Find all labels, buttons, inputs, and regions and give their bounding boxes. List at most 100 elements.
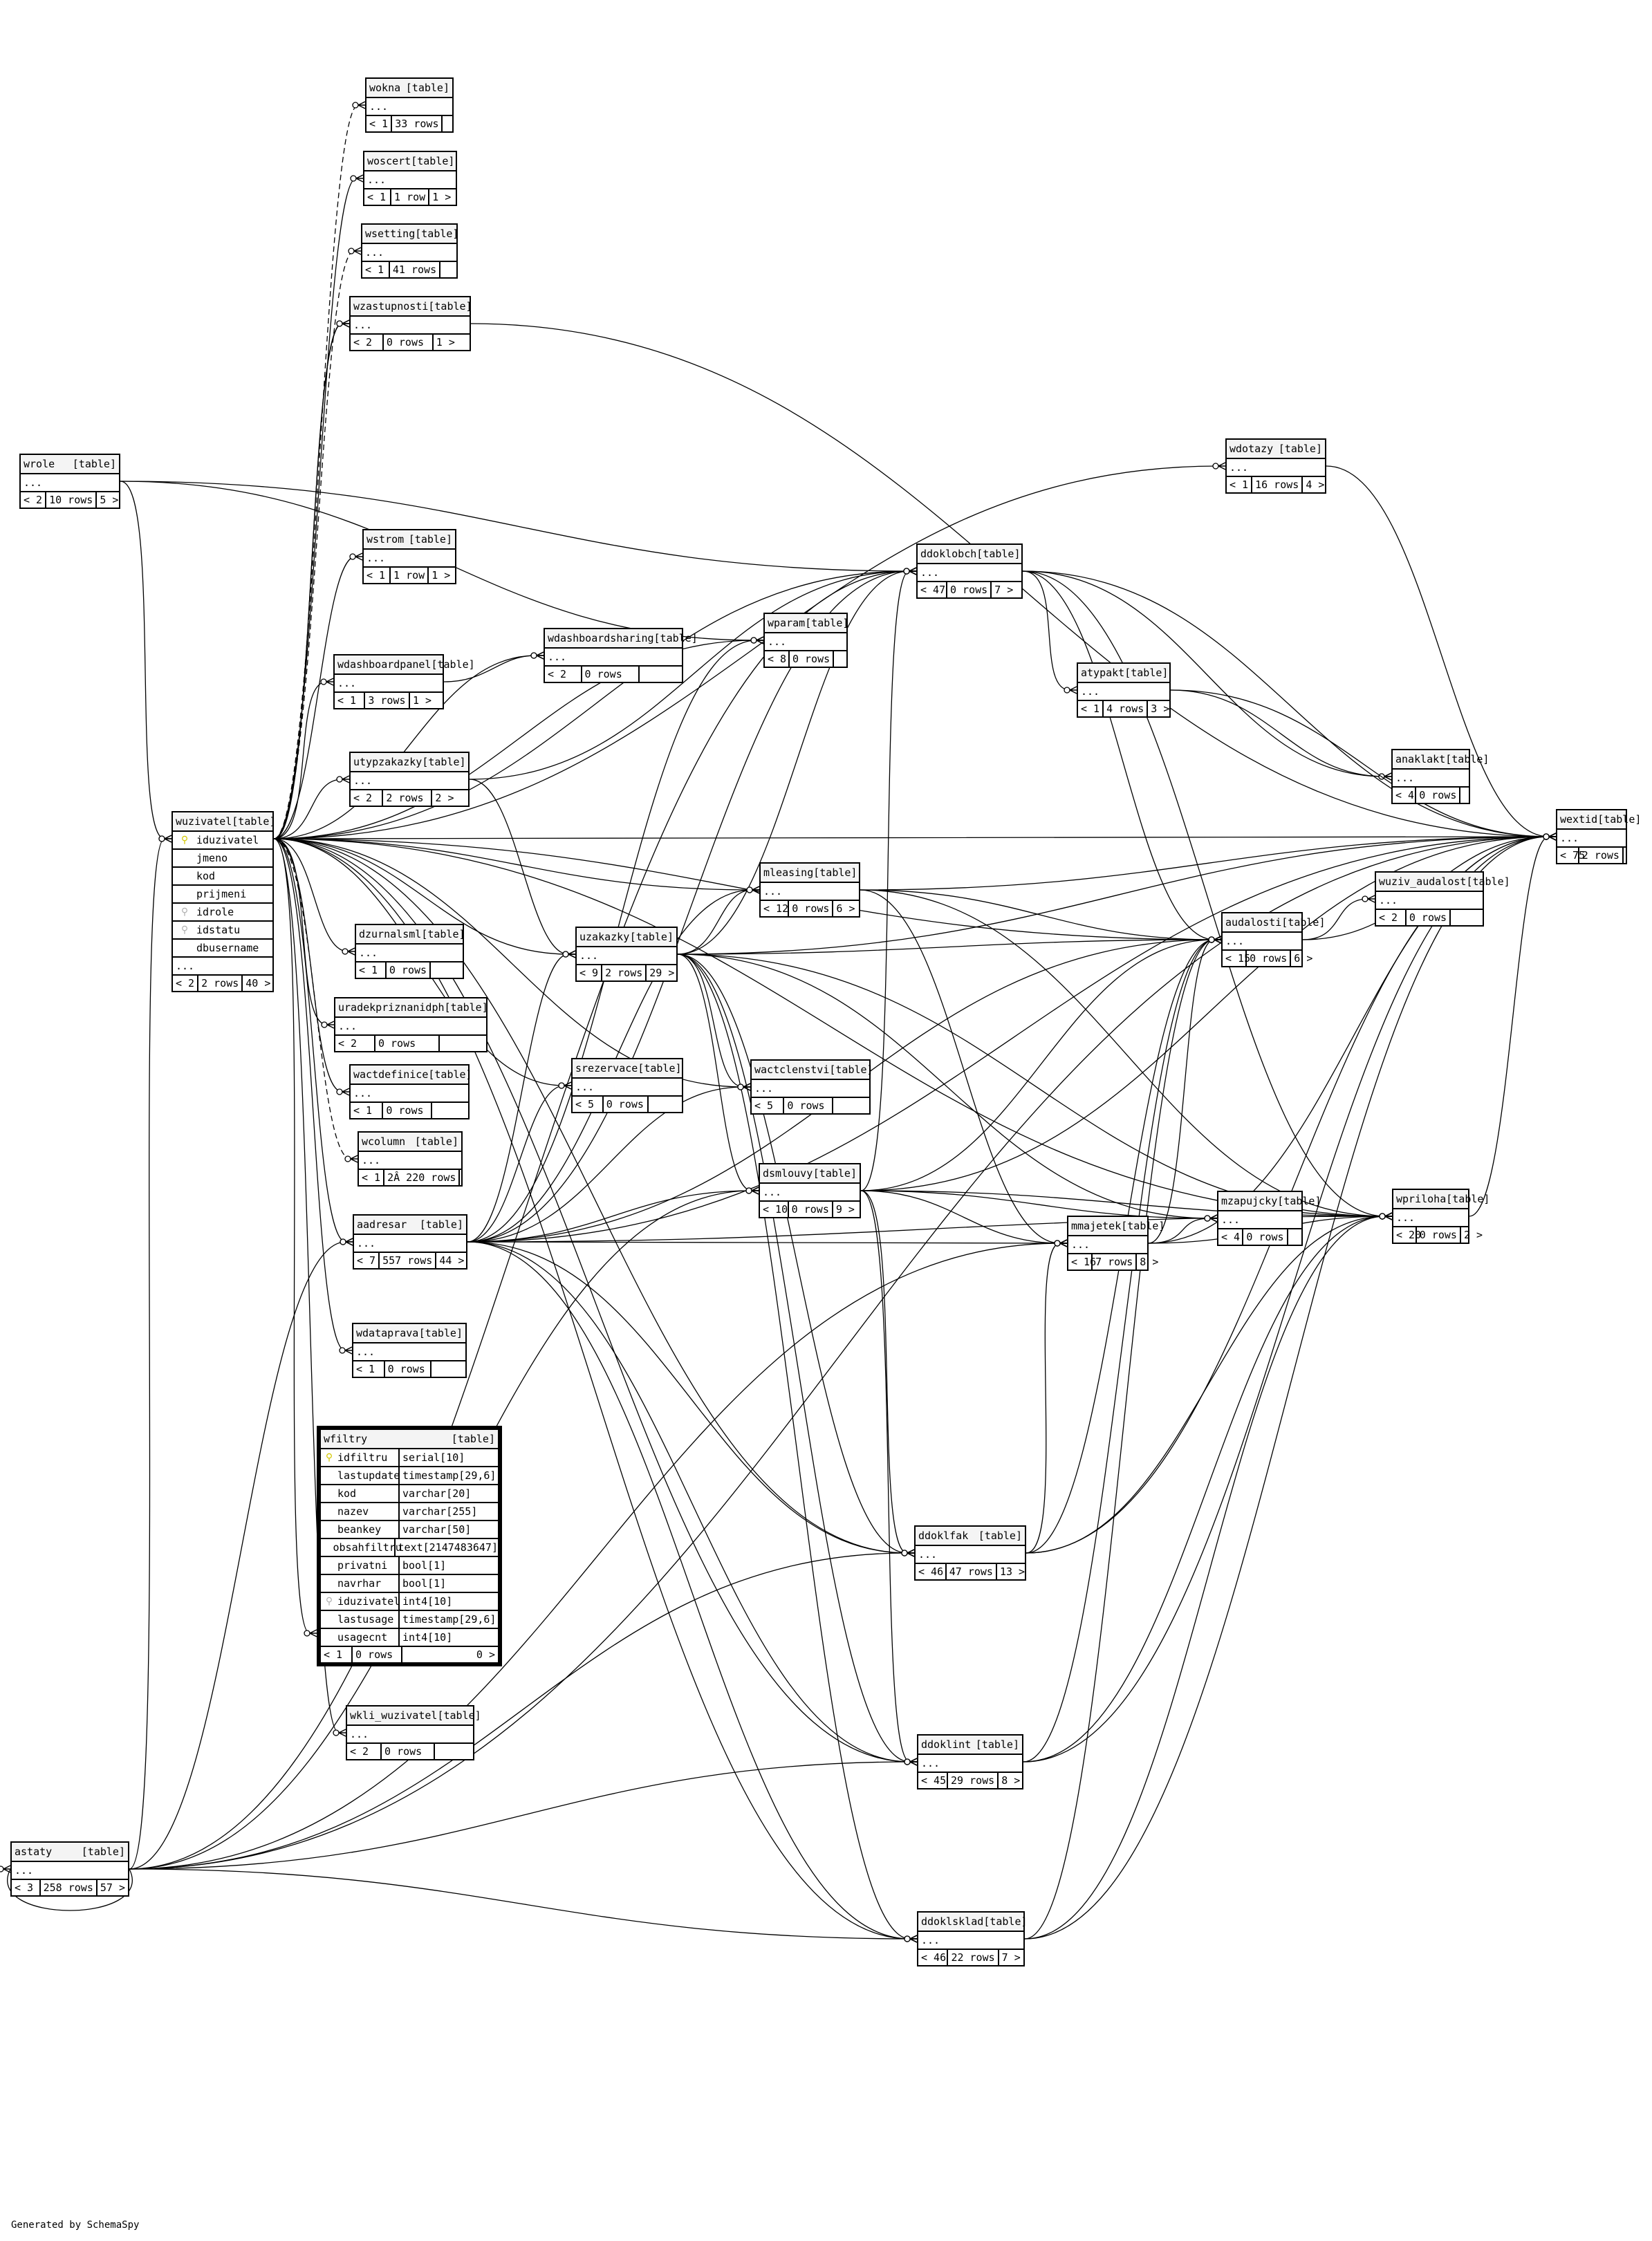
table-wdotazy[interactable]: wdotazy [table] ... < 1 16 rows 4 >	[1225, 438, 1326, 494]
parents-link[interactable]: < 46	[916, 1564, 947, 1579]
parents-link[interactable]: < 2	[335, 1036, 375, 1051]
children-link[interactable]	[435, 1744, 473, 1759]
table-wuzivatel[interactable]: wuzivatel [table] ⚲ iduzivatel jmeno kod…	[171, 811, 276, 992]
children-link[interactable]: 2 >	[1463, 1229, 1483, 1241]
table-ddoklsklad[interactable]: ddoklsklad [table] ... < 46 22 rows 7 >	[917, 1911, 1028, 1966]
parents-link[interactable]: < 8	[765, 651, 790, 667]
children-link[interactable]: 6 >	[1294, 952, 1313, 965]
parents-link[interactable]: < 3	[12, 1880, 41, 1895]
parents-link[interactable]: < 12	[761, 901, 790, 916]
parents-link[interactable]: < 1	[335, 693, 366, 708]
table-mleasing[interactable]: mleasing [table] ... < 12 0 rows 6 >	[759, 862, 860, 918]
table-audalosti[interactable]: audalosti [table] ... < 15 0 rows 6 >	[1221, 912, 1326, 967]
table-wdashboardsharing[interactable]: wdashboardsharing [table] ... < 2 0 rows	[544, 628, 698, 683]
table-srezervace[interactable]: srezervace [table] ... < 5 0 rows	[571, 1058, 683, 1113]
parents-link[interactable]: < 5	[573, 1097, 604, 1112]
children-link[interactable]	[1288, 1229, 1301, 1245]
parents-link[interactable]: < 1	[366, 116, 393, 131]
children-link[interactable]	[1451, 910, 1483, 925]
parents-link[interactable]: < 2	[1376, 910, 1407, 925]
table-utypzakazky[interactable]: utypzakazky [table] ... < 2 2 rows 2 >	[349, 752, 470, 807]
table-wzastupnosti[interactable]: wzastupnosti [table] ... < 2 0 rows 1 >	[349, 296, 472, 351]
parents-link[interactable]: < 15	[1223, 951, 1250, 966]
table-wokna[interactable]: wokna [table] ... < 1 33 rows	[365, 77, 454, 133]
parents-link[interactable]: < 1	[362, 262, 390, 277]
children-link[interactable]: 57 >	[100, 1881, 125, 1894]
table-ddoklint[interactable]: ddoklint [table] ... < 45 29 rows 8 >	[917, 1734, 1023, 1789]
table-wactdefinice[interactable]: wactdefinice [table] ... < 1 0 rows	[349, 1064, 472, 1119]
children-link[interactable]: 13 >	[999, 1565, 1025, 1578]
parents-link[interactable]: < 2	[351, 790, 384, 806]
parents-link[interactable]: < 9	[577, 965, 603, 980]
table-astaty[interactable]: astaty [table] ... < 3 258 rows 57 >	[10, 1841, 129, 1897]
parents-link[interactable]: < 2	[347, 1744, 382, 1759]
children-link[interactable]	[440, 1036, 486, 1051]
children-link[interactable]	[833, 1098, 869, 1113]
table-ddoklobch[interactable]: ddoklobch [table] ... < 47 0 rows 7 >	[916, 543, 1023, 599]
children-link[interactable]: 8 >	[1140, 1256, 1159, 1268]
table-wpriloha[interactable]: wpriloha [table] ... < 20 0 rows 2 >	[1392, 1189, 1489, 1244]
table-wsetting[interactable]: wsetting [table] ... < 1 41 rows	[361, 223, 458, 279]
children-link[interactable]	[432, 1103, 468, 1118]
table-aadresar[interactable]: aadresar [table] ... < 7 557 rows 44 >	[353, 1214, 467, 1270]
parents-link[interactable]: < 2	[21, 492, 47, 508]
table-wfiltry[interactable]: wfiltry [table] ⚲ idfiltru serial[10] la…	[317, 1426, 502, 1666]
parents-link[interactable]: < 1	[364, 568, 391, 583]
children-link[interactable]: 5 >	[100, 494, 119, 506]
table-uradekpriznanidph[interactable]: uradekpriznanidph [table] ... < 2 0 rows	[334, 997, 488, 1052]
children-link[interactable]	[649, 1097, 682, 1112]
children-link[interactable]: 1 >	[431, 569, 451, 582]
parents-link[interactable]: < 1	[359, 1170, 385, 1185]
table-woscert[interactable]: woscert [table] ... < 1 1 row 1 >	[363, 151, 457, 206]
table-wstrom[interactable]: wstrom [table] ... < 1 1 row 1 >	[362, 529, 456, 584]
children-link[interactable]: 7 >	[994, 584, 1014, 596]
table-uzakazky[interactable]: uzakazky [table] ... < 9 2 rows 29 >	[575, 927, 678, 982]
children-link[interactable]	[443, 116, 452, 131]
parents-link[interactable]: < 46	[918, 1950, 949, 1965]
parents-link[interactable]: < 1	[321, 1647, 353, 1662]
table-dsmlouvy[interactable]: dsmlouvy [table] ... < 10 0 rows 9 >	[759, 1163, 861, 1218]
table-anaklakt[interactable]: anaklakt [table] ... < 4 0 rows	[1391, 749, 1489, 804]
parents-link[interactable]: < 2	[351, 335, 384, 350]
table-mzapujcky[interactable]: mzapujcky [table] ... < 4 0 rows	[1217, 1191, 1321, 1246]
table-wrole[interactable]: wrole [table] ... < 2 10 rows 5 >	[19, 454, 120, 509]
parents-link[interactable]: < 1	[353, 1361, 385, 1377]
parents-link[interactable]: < 47	[918, 582, 947, 597]
parents-link[interactable]: < 7	[354, 1253, 380, 1268]
children-link[interactable]	[640, 667, 682, 682]
parents-link[interactable]: < 45	[918, 1773, 948, 1788]
children-link[interactable]: 44 >	[439, 1254, 465, 1267]
children-link[interactable]: 1 >	[436, 336, 455, 348]
parents-link[interactable]: < 1	[1227, 477, 1253, 492]
children-link[interactable]: 1 >	[432, 191, 452, 203]
table-wdataprava[interactable]: wdataprava [table] ... < 1 0 rows	[352, 1323, 467, 1378]
children-link[interactable]: 40 >	[245, 977, 271, 989]
table-wuziv_audalost[interactable]: wuziv_audalost [table] ... < 2 0 rows	[1375, 871, 1510, 927]
children-link[interactable]: 0 >	[476, 1648, 495, 1661]
parents-link[interactable]: < 5	[752, 1098, 785, 1113]
children-link[interactable]: 8 >	[1001, 1774, 1021, 1787]
parents-link[interactable]: < 1	[364, 189, 392, 205]
parents-link[interactable]: < 2	[173, 976, 199, 991]
parents-link[interactable]: < 20	[1393, 1227, 1421, 1243]
children-link[interactable]	[440, 262, 456, 277]
parents-link[interactable]: < 1	[1078, 701, 1104, 716]
children-link[interactable]	[460, 1170, 465, 1185]
children-link[interactable]: 7 >	[1001, 1951, 1021, 1964]
children-link[interactable]: 3 >	[1151, 703, 1170, 715]
parents-link[interactable]: < 2	[545, 667, 582, 682]
parents-link[interactable]: < 10	[760, 1202, 789, 1217]
children-link[interactable]: 1 >	[412, 694, 432, 707]
children-link[interactable]	[431, 1361, 465, 1377]
parents-link[interactable]: < 4	[1218, 1229, 1244, 1245]
table-atypakt[interactable]: atypakt [table] ... < 1 4 rows 3 >	[1077, 662, 1171, 718]
children-link[interactable]	[1624, 848, 1629, 863]
children-link[interactable]	[431, 963, 463, 978]
table-mmajetek[interactable]: mmajetek [table] ... < 16 7 rows 8 >	[1067, 1216, 1164, 1271]
parents-link[interactable]: < 75	[1557, 848, 1585, 863]
children-link[interactable]: 6 >	[836, 902, 855, 915]
table-wcolumn[interactable]: wcolumn [table] ... < 1 2Â 220 rows	[358, 1131, 463, 1187]
table-dzurnalsml[interactable]: dzurnalsml [table] ... < 1 0 rows	[355, 924, 465, 979]
parents-link[interactable]: < 4	[1393, 788, 1417, 803]
children-link[interactable]: 9 >	[835, 1203, 855, 1216]
